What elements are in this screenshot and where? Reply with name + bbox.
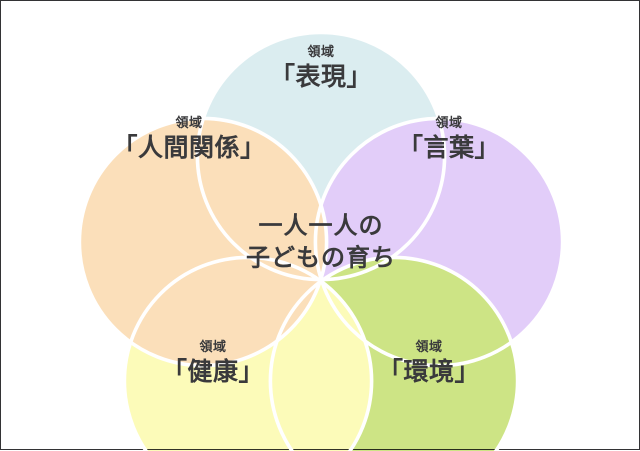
venn-circle-fill-ningenkankei	[78, 117, 328, 367]
venn-circle-outline-ningenkankei	[77, 116, 329, 368]
venn-circle-outline-kenkou	[122, 255, 374, 451]
venn-circle-outline-kankyou	[268, 255, 520, 451]
venn-circle-outline-kotoba	[313, 116, 565, 368]
